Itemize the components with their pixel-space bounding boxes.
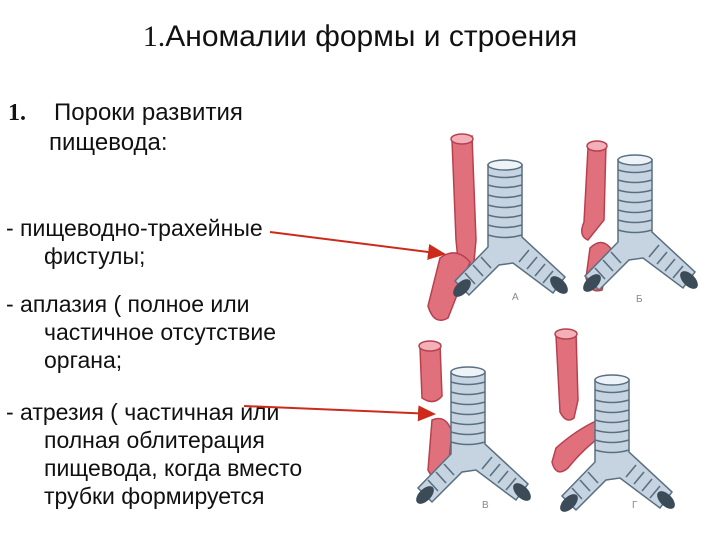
item1-line-1: - пищеводно-трахейные <box>6 215 263 241</box>
list-item-fistula: - пищеводно-трахейные фистулы; <box>6 214 263 270</box>
item3-line-2: полная облитерация <box>44 427 265 453</box>
item2-line-3: органа; <box>44 347 123 373</box>
title-text: Аномалии формы и строения <box>165 20 578 53</box>
arrow-to-panel-a <box>269 231 446 260</box>
item2-line-1: - аплазия ( полное или <box>6 291 250 317</box>
item3-line-3: пищевода, когда вместо <box>44 455 303 481</box>
panel-label-d: Г <box>632 500 638 511</box>
arrow-to-panel-c <box>243 405 436 422</box>
panel-a-esophagus <box>427 133 477 321</box>
item2-line-2: частичное отсутствие <box>44 319 277 345</box>
heading-line-1: Пороки развития <box>54 99 243 126</box>
list-item-atresia: - атрезия ( частичная или полная облитер… <box>6 398 302 510</box>
heading-line-2: пищевода: <box>49 129 168 156</box>
item1-line-2: фистулы; <box>44 243 146 269</box>
section-heading: 1. Пороки развития пищевода: <box>8 98 243 158</box>
panel-label-a: А <box>512 292 519 303</box>
panel-label-b: Б <box>636 294 643 305</box>
heading-number: 1. <box>8 100 26 126</box>
panel-d-esophagus <box>551 328 605 473</box>
panel-label-c: В <box>482 500 489 511</box>
item3-line-1: - атрезия ( частичная или <box>6 399 280 425</box>
slide-title: 1.Аномалии формы и строения <box>0 20 720 54</box>
list-item-aplasia: - аплазия ( полное или частичное отсутст… <box>6 290 276 374</box>
title-number: 1. <box>142 20 166 53</box>
item3-line-4: трубки формируется <box>44 483 265 509</box>
